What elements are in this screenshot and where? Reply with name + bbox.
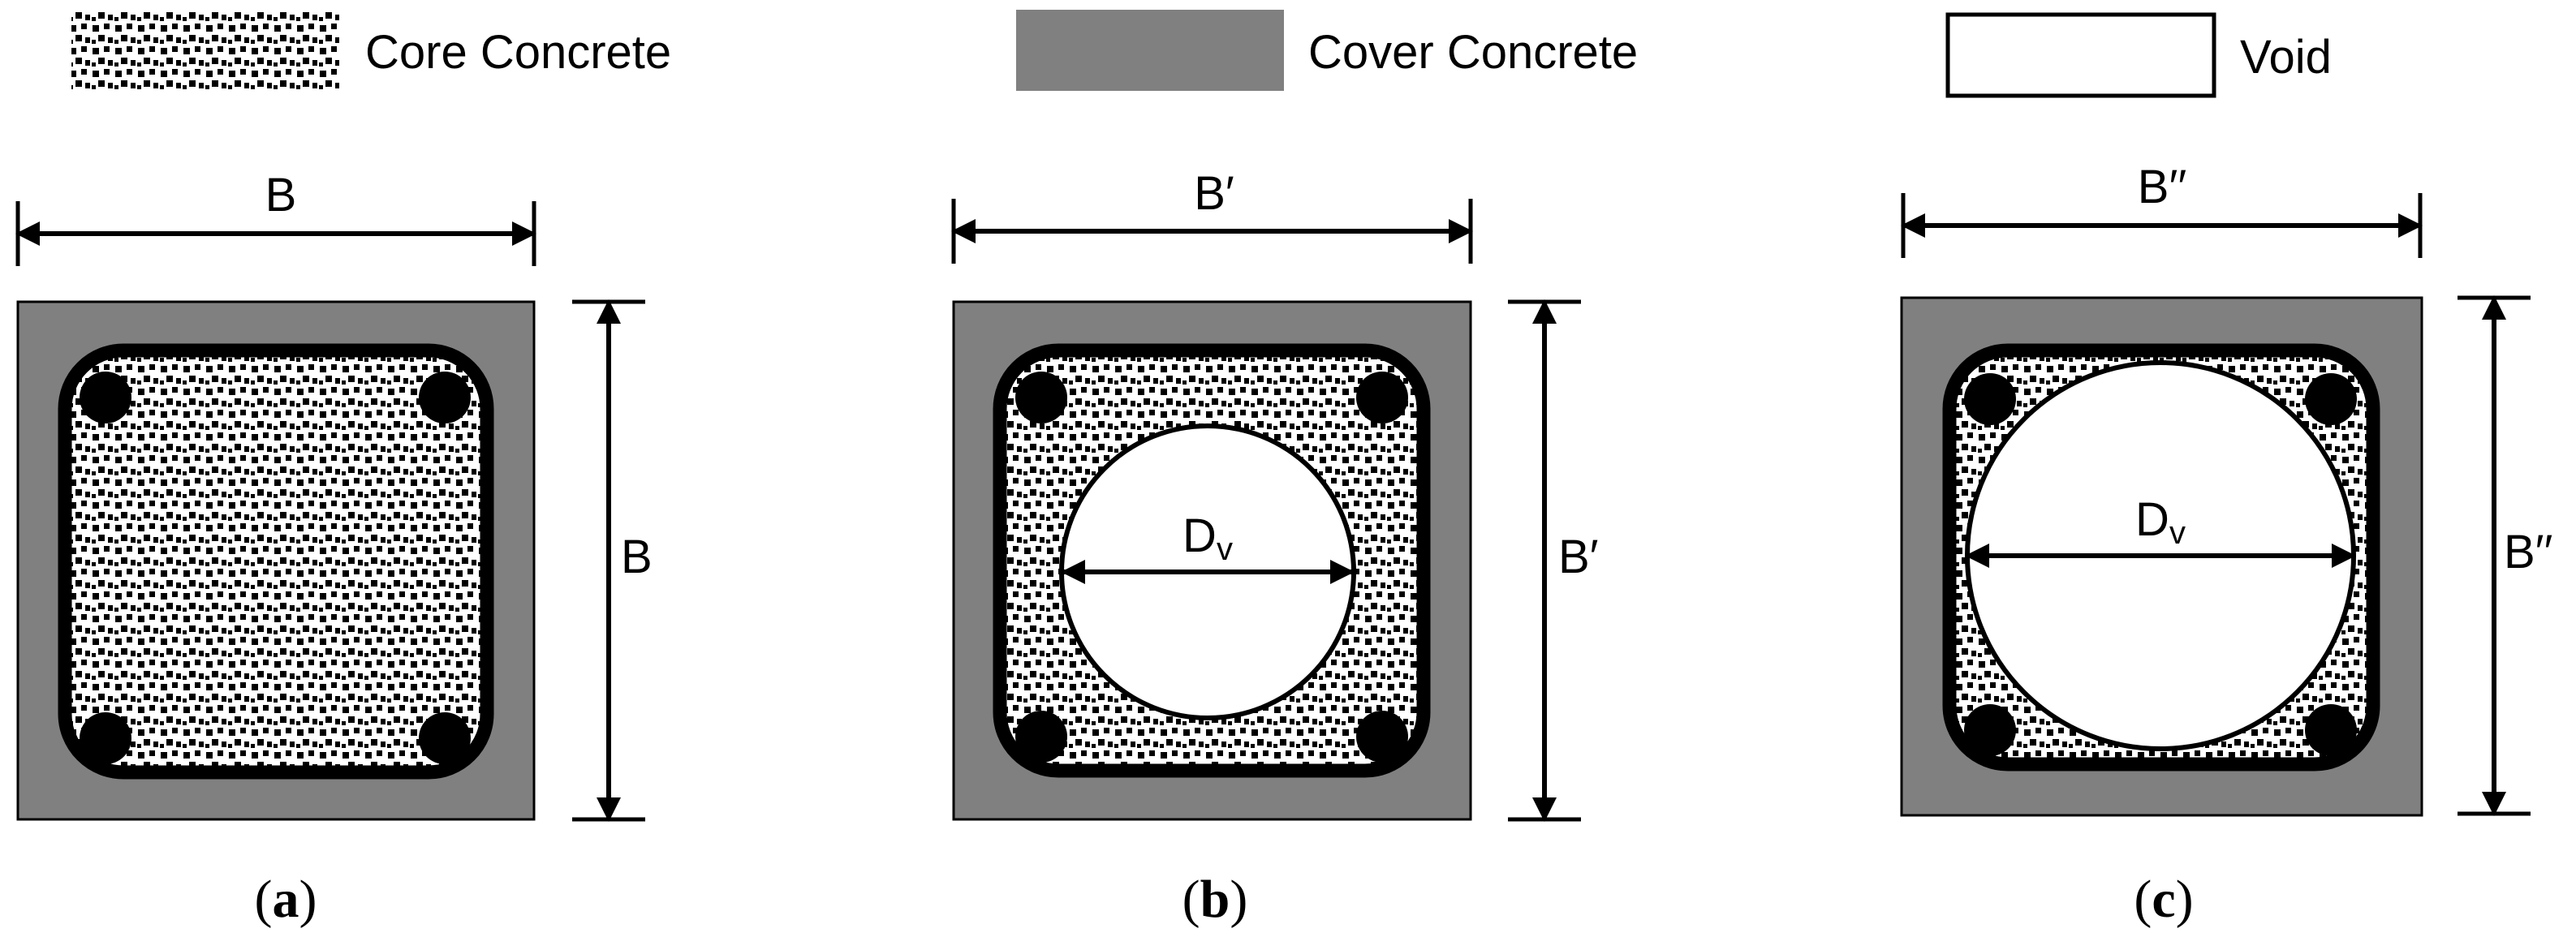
void-diameter-label: Dv [1182, 509, 1233, 567]
void-diameter-label: Dv [2135, 493, 2186, 551]
legend-cover-swatch [1016, 10, 1284, 91]
rebar-top-right [2305, 373, 2357, 425]
panel-caption: (a) [255, 870, 317, 929]
rebar-bottom-right [2305, 704, 2357, 756]
panel-caption: (b) [1182, 870, 1248, 929]
rebar-top-left [1015, 372, 1067, 423]
top-dimension-label: B′ [1194, 167, 1234, 220]
legend-core-swatch [71, 10, 339, 91]
rebar-top-left [80, 372, 131, 423]
panel-a: B B (a) [15, 169, 653, 929]
top-dimension-label: B [265, 169, 297, 221]
panel-caption: (c) [2134, 870, 2193, 929]
rebar-bottom-left [1015, 711, 1067, 763]
rebar-bottom-left [80, 712, 131, 764]
rebar-bottom-right [419, 712, 471, 764]
rebar-top-right [419, 372, 471, 423]
rebar-bottom-right [1356, 711, 1408, 763]
side-dimension-label: B [621, 531, 653, 583]
core-concrete [58, 343, 494, 780]
rebar-top-left [1964, 373, 2016, 425]
legend-void-swatch [1945, 12, 2216, 98]
side-dimension-label: B′′ [2504, 526, 2552, 578]
legend-core-label: Core Concrete [365, 26, 671, 79]
legend: Core Concrete Cover Concrete Void [71, 10, 2332, 98]
rebar-top-right [1356, 372, 1408, 423]
side-dimension-label: B′ [1558, 531, 1599, 583]
panel-c: B′′ Dv B′′ (c) [1900, 161, 2552, 929]
panel-b: B′ Dv B′ (b) [951, 167, 1599, 929]
top-dimension-label: B′′ [2138, 161, 2186, 213]
rebar-bottom-left [1964, 704, 2016, 756]
legend-void-label: Void [2240, 31, 2332, 84]
legend-cover-label: Cover Concrete [1308, 26, 1638, 79]
